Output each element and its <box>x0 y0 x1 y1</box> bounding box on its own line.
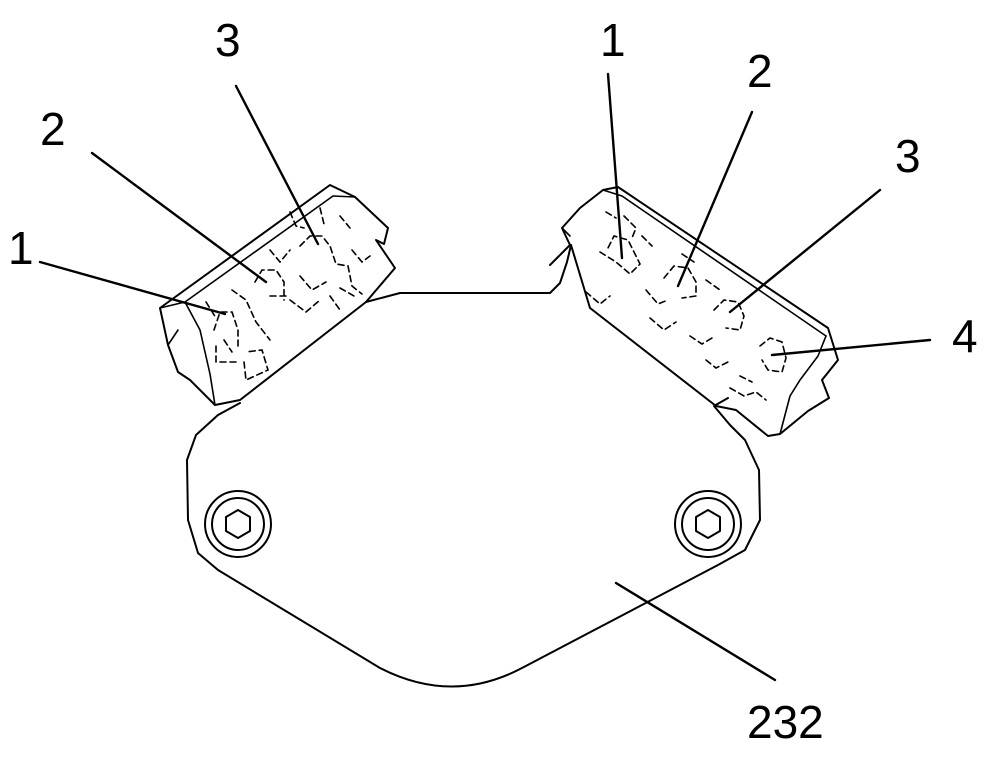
leader-plate <box>614 581 777 682</box>
left-mounting-hole <box>204 490 272 558</box>
leader-left-1 <box>38 260 227 316</box>
label-left-3: 3 <box>215 14 241 66</box>
right-connector-block <box>549 186 839 437</box>
leader-left-2 <box>90 151 268 284</box>
label-left-1: 1 <box>8 222 34 274</box>
leader-right-1 <box>606 72 624 260</box>
leader-left-3 <box>234 84 320 246</box>
leader-right-4 <box>770 338 932 357</box>
left-connector-block <box>159 184 396 406</box>
label-right-4: 4 <box>952 310 978 362</box>
leader-right-3 <box>728 188 882 314</box>
label-left-2: 2 <box>40 103 66 155</box>
label-right-1: 1 <box>600 14 626 66</box>
right-mounting-hole <box>674 490 742 558</box>
reference-labels: 3 2 1 1 2 3 4 232 <box>8 14 978 748</box>
label-right-2: 2 <box>747 45 773 97</box>
leader-right-2 <box>676 110 754 288</box>
leader-lines <box>38 72 932 682</box>
mounting-plate <box>186 244 761 688</box>
label-plate: 232 <box>747 696 824 748</box>
label-right-3: 3 <box>895 130 921 182</box>
